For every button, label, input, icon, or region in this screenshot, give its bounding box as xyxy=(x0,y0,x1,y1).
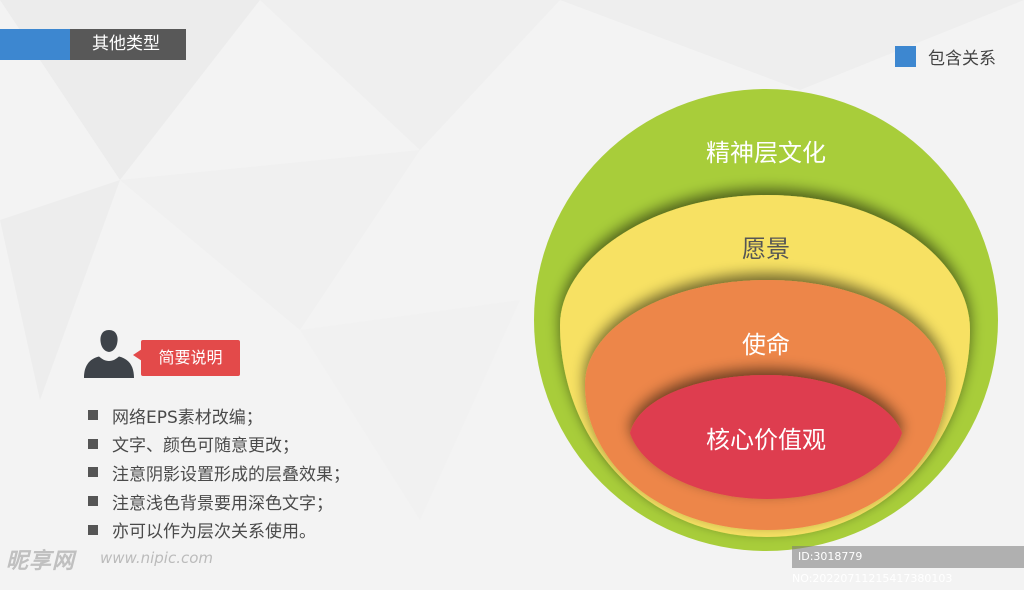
callout-tail xyxy=(133,349,142,361)
list-item: 注意浅色背景要用深色文字； xyxy=(88,487,350,516)
header-accent-bar xyxy=(0,29,70,60)
background-polygons xyxy=(0,0,1024,576)
note-text: 亦可以作为层次关系使用。 xyxy=(112,522,316,543)
note-text: 文字、颜色可随意更改； xyxy=(112,436,299,457)
note-text: 网络EPS素材改编； xyxy=(112,407,263,428)
note-text: 注意浅色背景要用深色文字； xyxy=(112,493,333,514)
note-text: 注意阴影设置形成的层叠效果； xyxy=(112,464,350,485)
layer-label-mission: 使命 xyxy=(742,331,790,359)
watermark-id: ID:3018779 NO:20220711215417380103 xyxy=(792,546,1024,585)
bullet-square xyxy=(88,524,98,535)
layer-label-core-values: 核心价值观 xyxy=(706,426,826,454)
list-item: 网络EPS素材改编； xyxy=(88,401,350,430)
layer-label-spiritual: 精神层文化 xyxy=(706,139,826,167)
section-tag: 其他类型 xyxy=(70,29,186,60)
notes-list: 网络EPS素材改编； 文字、颜色可随意更改； 注意阴影设置形成的层叠效果； 注意… xyxy=(88,401,350,544)
list-item: 文字、颜色可随意更改； xyxy=(88,430,350,459)
bullet-square xyxy=(88,496,98,507)
list-item: 注意阴影设置形成的层叠效果； xyxy=(88,458,350,487)
containment-diagram: 精神层文化 愿景 使命 核心价值观 xyxy=(534,89,998,551)
layer-red xyxy=(630,375,902,499)
legend-swatch xyxy=(895,45,916,67)
callout-bubble: 简要说明 xyxy=(141,340,240,376)
legend: 包含关系 xyxy=(895,45,996,69)
bullet-square xyxy=(88,410,98,421)
legend-label: 包含关系 xyxy=(928,48,996,69)
bullet-square xyxy=(88,467,98,478)
bullet-square xyxy=(88,438,98,449)
person-icon xyxy=(84,330,134,378)
watermark-url: www.nipic.com xyxy=(100,549,214,567)
watermark-logo: 昵享网 xyxy=(6,549,76,574)
layer-label-vision: 愿景 xyxy=(742,235,790,263)
list-item: 亦可以作为层次关系使用。 xyxy=(88,515,350,544)
